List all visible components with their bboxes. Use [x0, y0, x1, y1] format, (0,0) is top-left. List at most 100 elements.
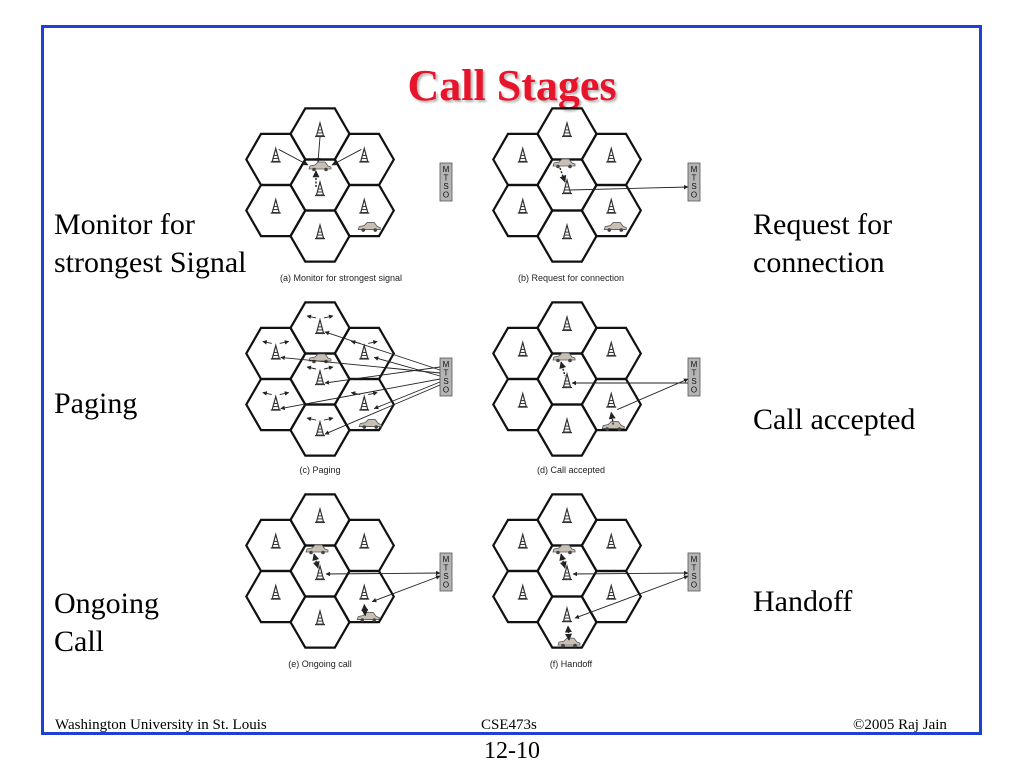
mtso-letter: O — [691, 191, 697, 200]
cell-tower-icon — [606, 532, 617, 549]
cell-tower-icon — [315, 120, 325, 138]
car-icon — [358, 419, 382, 429]
cell-tower-icon — [606, 146, 617, 163]
mtso-letter: T — [692, 174, 697, 183]
hex-cell — [245, 377, 307, 432]
mtso-letter: T — [692, 369, 697, 378]
hex-cell — [289, 403, 351, 457]
cell-tower-icon — [562, 222, 572, 240]
mtso-letter: T — [444, 564, 449, 573]
mtso-letter: M — [443, 555, 450, 564]
hex-cell — [580, 132, 643, 187]
label-handoff: Handoff — [753, 585, 853, 618]
cell-tower-icon — [517, 146, 528, 163]
car-icon — [305, 544, 329, 555]
hex-cell — [536, 107, 598, 161]
slide-title: Call Stages — [407, 61, 617, 110]
hex-cell — [536, 544, 598, 598]
hex-cell — [245, 132, 307, 187]
hex-cell — [289, 301, 351, 355]
hex-cell — [536, 403, 598, 457]
cell-tower-icon — [315, 563, 325, 581]
cell-tower-icon — [517, 532, 528, 549]
cell-tower-icon — [606, 340, 617, 357]
car-icon — [356, 612, 380, 622]
hex-cell — [536, 493, 598, 547]
car-icon — [552, 544, 576, 555]
car-icon — [357, 222, 381, 232]
hex-cell — [333, 326, 396, 381]
cell-tower-icon — [359, 343, 370, 360]
hex-cell — [536, 158, 598, 212]
mtso-letter: S — [691, 182, 696, 191]
cell-tower-icon — [270, 197, 281, 214]
hex-cell — [580, 326, 643, 381]
footer-institution: Washington University in St. Louis — [55, 717, 267, 733]
cell-tower-icon — [270, 146, 281, 163]
hex-cell — [289, 595, 351, 649]
mtso-letter: S — [443, 377, 448, 386]
cell-tower-icon — [562, 314, 572, 332]
cell-tower-icon — [359, 583, 370, 600]
hex-cell — [289, 493, 351, 547]
cell-tower-icon — [517, 197, 528, 214]
hex-cell — [492, 326, 554, 381]
page-number: 12-10 — [484, 738, 540, 764]
cell-tower-icon — [270, 394, 281, 411]
hex-cell — [492, 183, 554, 238]
car-icon — [552, 352, 576, 363]
mtso-letter: O — [691, 581, 697, 590]
label-monitor: Monitor for strongest Signal — [54, 208, 247, 279]
hex-cell — [580, 518, 643, 573]
cell-tower-icon — [606, 197, 617, 214]
hex-cell — [536, 352, 598, 406]
cell-tower-icon — [359, 146, 370, 163]
hex-cell — [245, 569, 307, 624]
car-icon — [601, 421, 625, 431]
car-icon — [557, 637, 581, 648]
mtso-letter: O — [443, 386, 449, 395]
hex-cell — [245, 518, 307, 573]
mtso-letter: S — [443, 182, 448, 191]
diagram-caption: (f) Handoff — [550, 659, 593, 669]
diagram-caption: (a) Monitor for strongest signal — [280, 273, 402, 283]
label-request: Request for connection — [753, 208, 893, 279]
cell-tower-icon — [359, 532, 370, 549]
cell-tower-icon — [562, 605, 572, 623]
cell-tower-icon — [315, 179, 325, 197]
mtso-letter: S — [443, 572, 448, 581]
hex-cell — [492, 377, 554, 432]
cell-tower-icon — [270, 583, 281, 600]
hex-cell — [289, 209, 351, 263]
cell-tower-icon — [359, 394, 370, 411]
diagram-caption: (c) Paging — [299, 465, 340, 475]
cell-tower-icon — [562, 563, 572, 581]
mtso-letter: M — [691, 360, 698, 369]
cell-tower-icon — [517, 340, 528, 357]
mtso-letter: O — [443, 191, 449, 200]
label-call-accepted: Call accepted — [753, 403, 916, 436]
hex-cell — [289, 107, 351, 161]
cell-tower-icon — [517, 583, 528, 600]
mtso-letter: M — [691, 555, 698, 564]
cell-tower-icon — [517, 391, 528, 408]
cell-tower-icon — [562, 371, 572, 389]
cell-tower-icon — [562, 416, 572, 434]
cell-tower-icon — [315, 506, 325, 524]
diagram-caption: (b) Request for connection — [518, 273, 624, 283]
cell-tower-icon — [315, 222, 325, 240]
car-icon — [552, 158, 576, 169]
cell-tower-icon — [270, 532, 281, 549]
cell-tower-icon — [562, 506, 572, 524]
